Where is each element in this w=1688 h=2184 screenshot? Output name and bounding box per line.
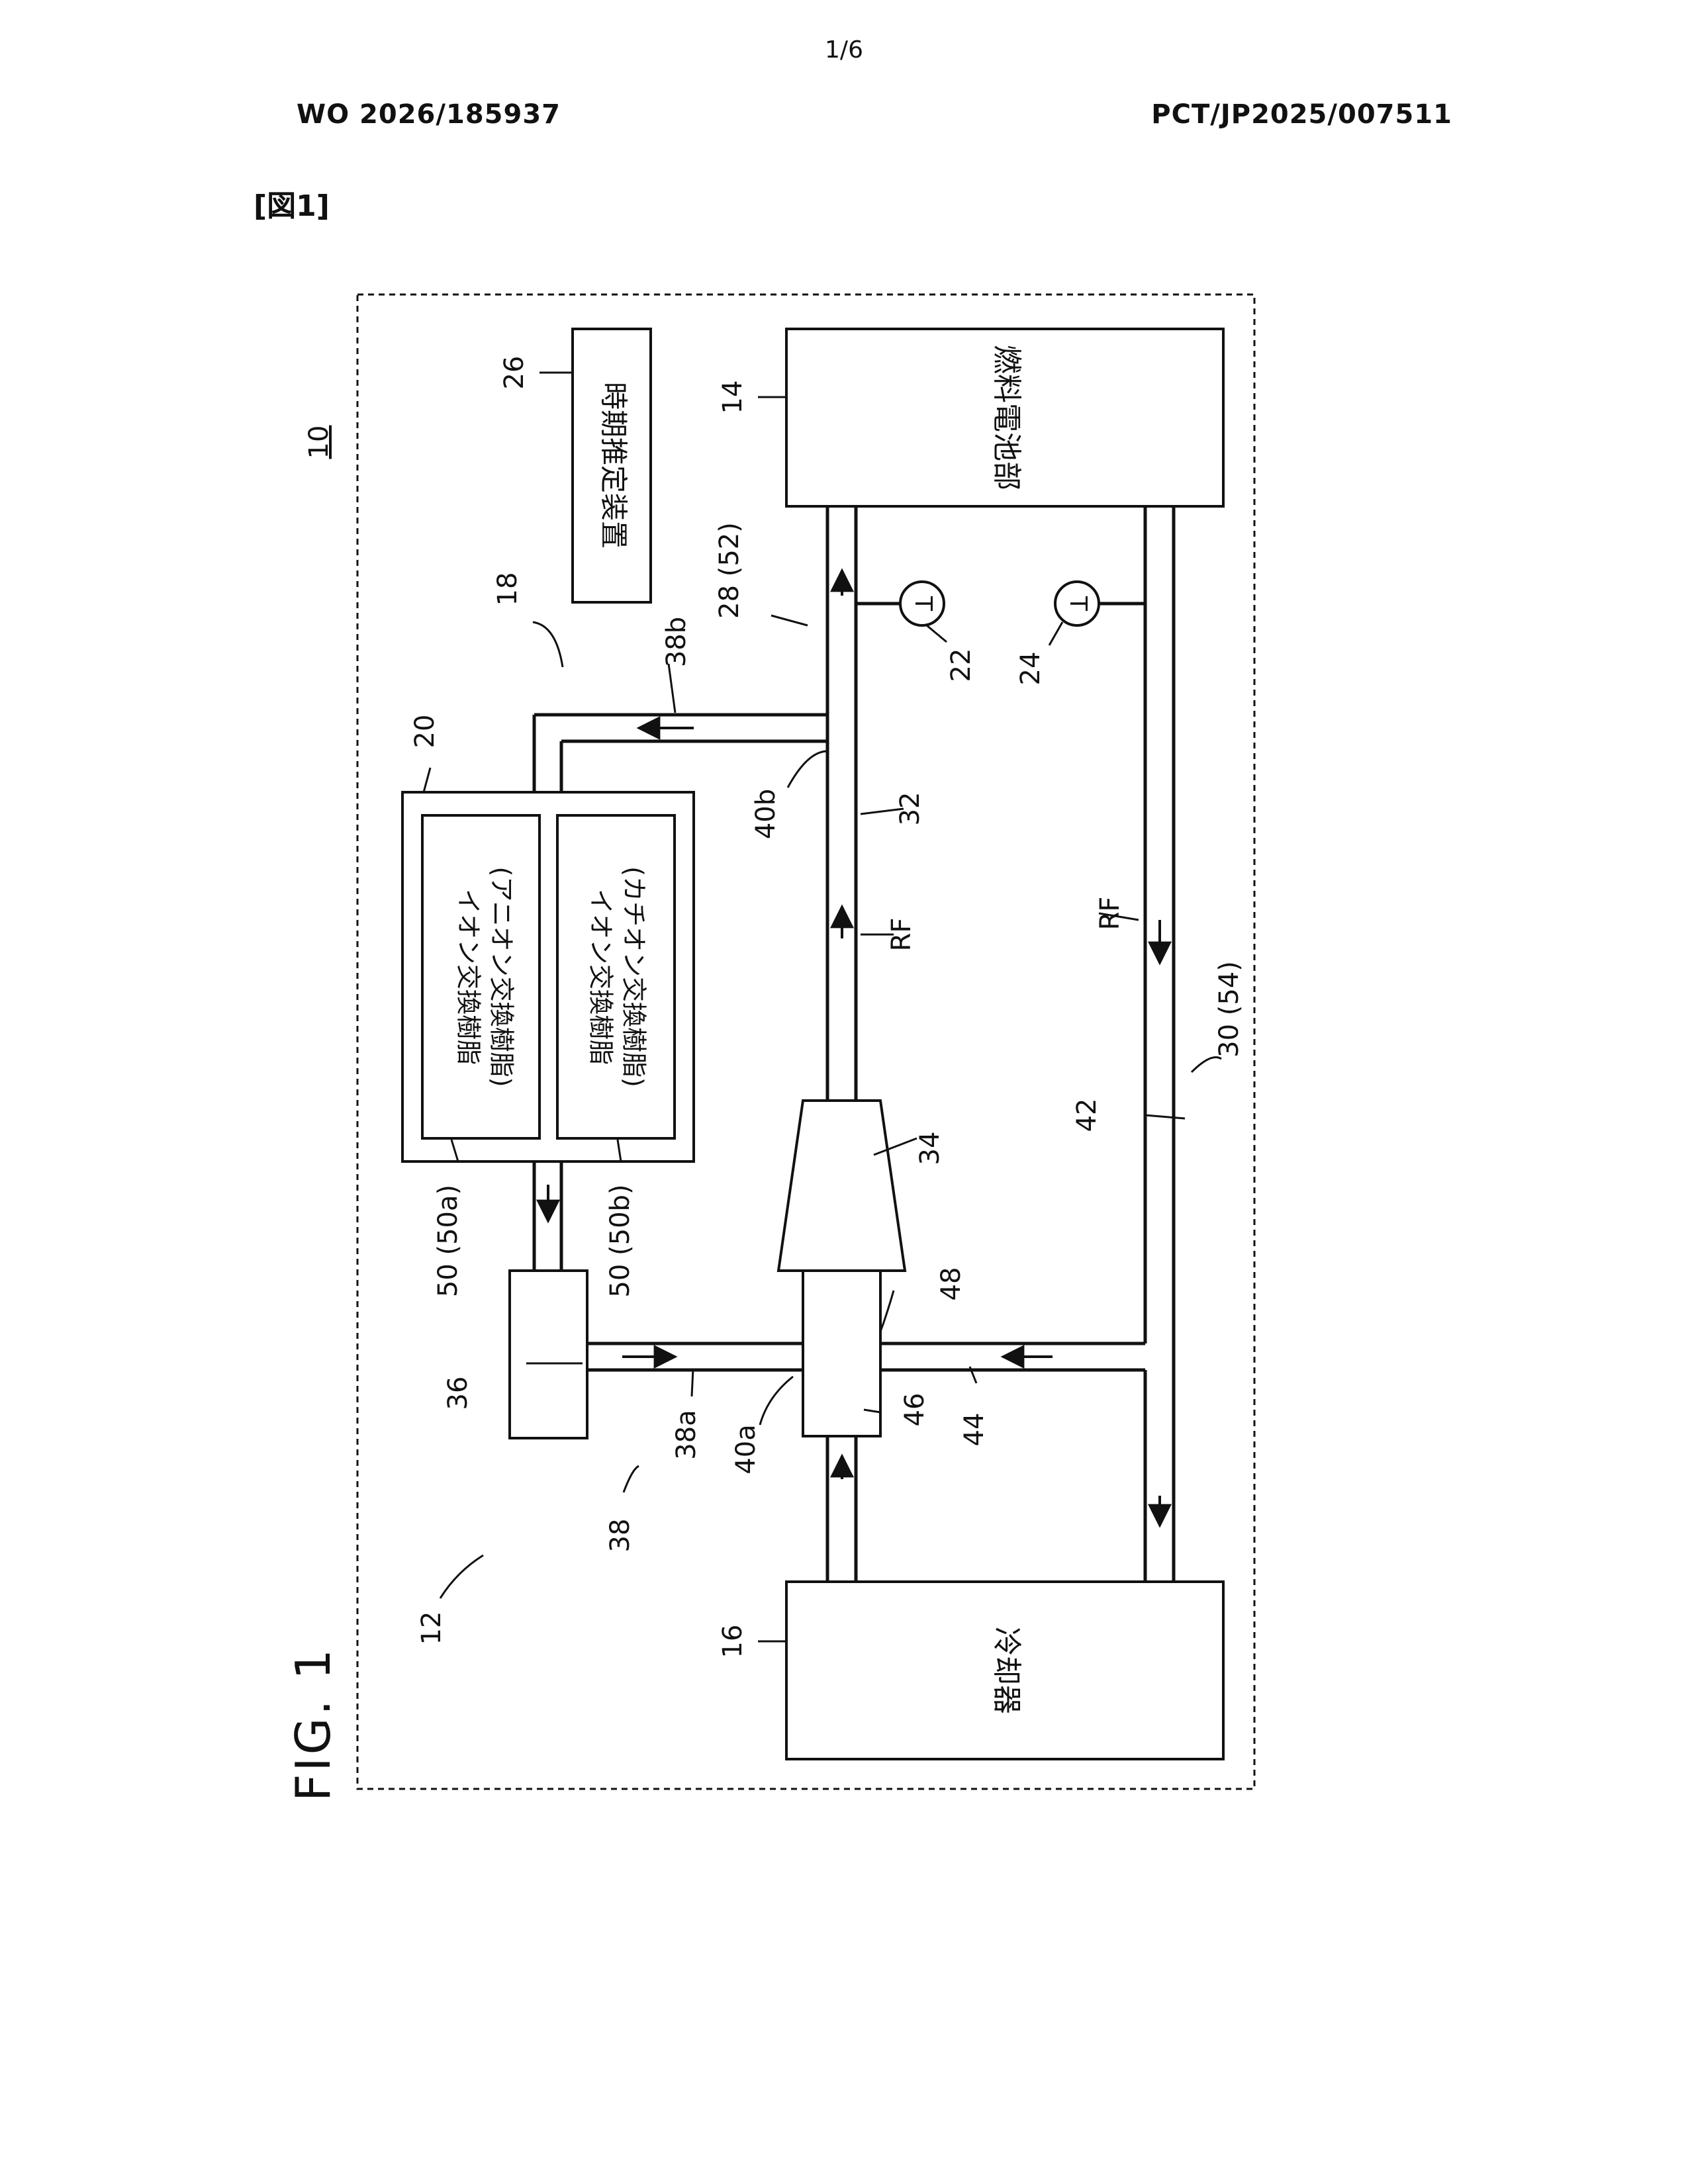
fuel-cell-unit: 燃料電池部 (786, 329, 1223, 506)
ref-40b: 40b (751, 789, 781, 839)
anion-resin-label-1: イオン交換樹脂 (454, 889, 483, 1065)
ref-18: 18 (492, 572, 523, 606)
ref-46: 46 (900, 1393, 930, 1427)
cation-resin-cell (557, 815, 675, 1138)
figure-title: FIG. 1 (285, 1647, 341, 1801)
cation-resin-label-2: (カチオン交換樹脂) (620, 866, 649, 1087)
ref-30: 30 (54) (1214, 961, 1244, 1058)
ion-exchanger-unit: イオン交換樹脂 (アニオン交換樹脂) イオン交換樹脂 (カチオン交換樹脂) (402, 792, 694, 1161)
estimator-device: 時期推定装置 (573, 329, 651, 602)
cooler-label: 冷却器 (990, 1627, 1023, 1714)
anion-resin-label-2: (アニオン交換樹脂) (487, 867, 516, 1087)
ref-28: 28 (52) (714, 522, 745, 619)
ref-14: 14 (718, 381, 748, 414)
ref-24: 24 (1015, 652, 1046, 686)
ref-40a: 40a (731, 1424, 761, 1474)
temperature-sensor-22: T (900, 582, 944, 625)
ref-36: 36 (443, 1377, 473, 1410)
cation-resin-label-1: イオン交換樹脂 (586, 889, 616, 1065)
fuel-cell-label: 燃料電池部 (990, 345, 1023, 490)
estimator-label: 時期推定装置 (598, 382, 630, 549)
ref-10: 10 (304, 426, 334, 459)
ref-20: 20 (410, 715, 440, 749)
ref-50a: 50 (50a) (433, 1185, 463, 1297)
ref-12: 12 (416, 1612, 447, 1645)
ref-34: 34 (915, 1132, 945, 1165)
sensor-24-symbol: T (1064, 596, 1092, 612)
ref-26: 26 (499, 356, 530, 390)
ref-38a: 38a (671, 1410, 702, 1459)
cooler-unit: 冷却器 (786, 1582, 1223, 1759)
ref-rf-bottom: RF (1095, 897, 1125, 931)
pump-34 (778, 1101, 905, 1271)
filter-36 (510, 1271, 587, 1438)
sensor-22-symbol: T (910, 596, 937, 612)
ref-44: 44 (959, 1413, 990, 1447)
ref-50b: 50 (50b) (605, 1184, 635, 1297)
ref-38b: 38b (661, 617, 692, 667)
ref-42: 42 (1072, 1099, 1102, 1132)
ref-48: 48 (936, 1267, 966, 1301)
temperature-sensor-24: T (1055, 582, 1099, 625)
ref-16: 16 (718, 1625, 748, 1659)
ref-38: 38 (605, 1519, 635, 1553)
ref-22: 22 (946, 649, 976, 682)
ref-rf-top: RF (886, 918, 917, 952)
ref-32: 32 (895, 792, 925, 826)
